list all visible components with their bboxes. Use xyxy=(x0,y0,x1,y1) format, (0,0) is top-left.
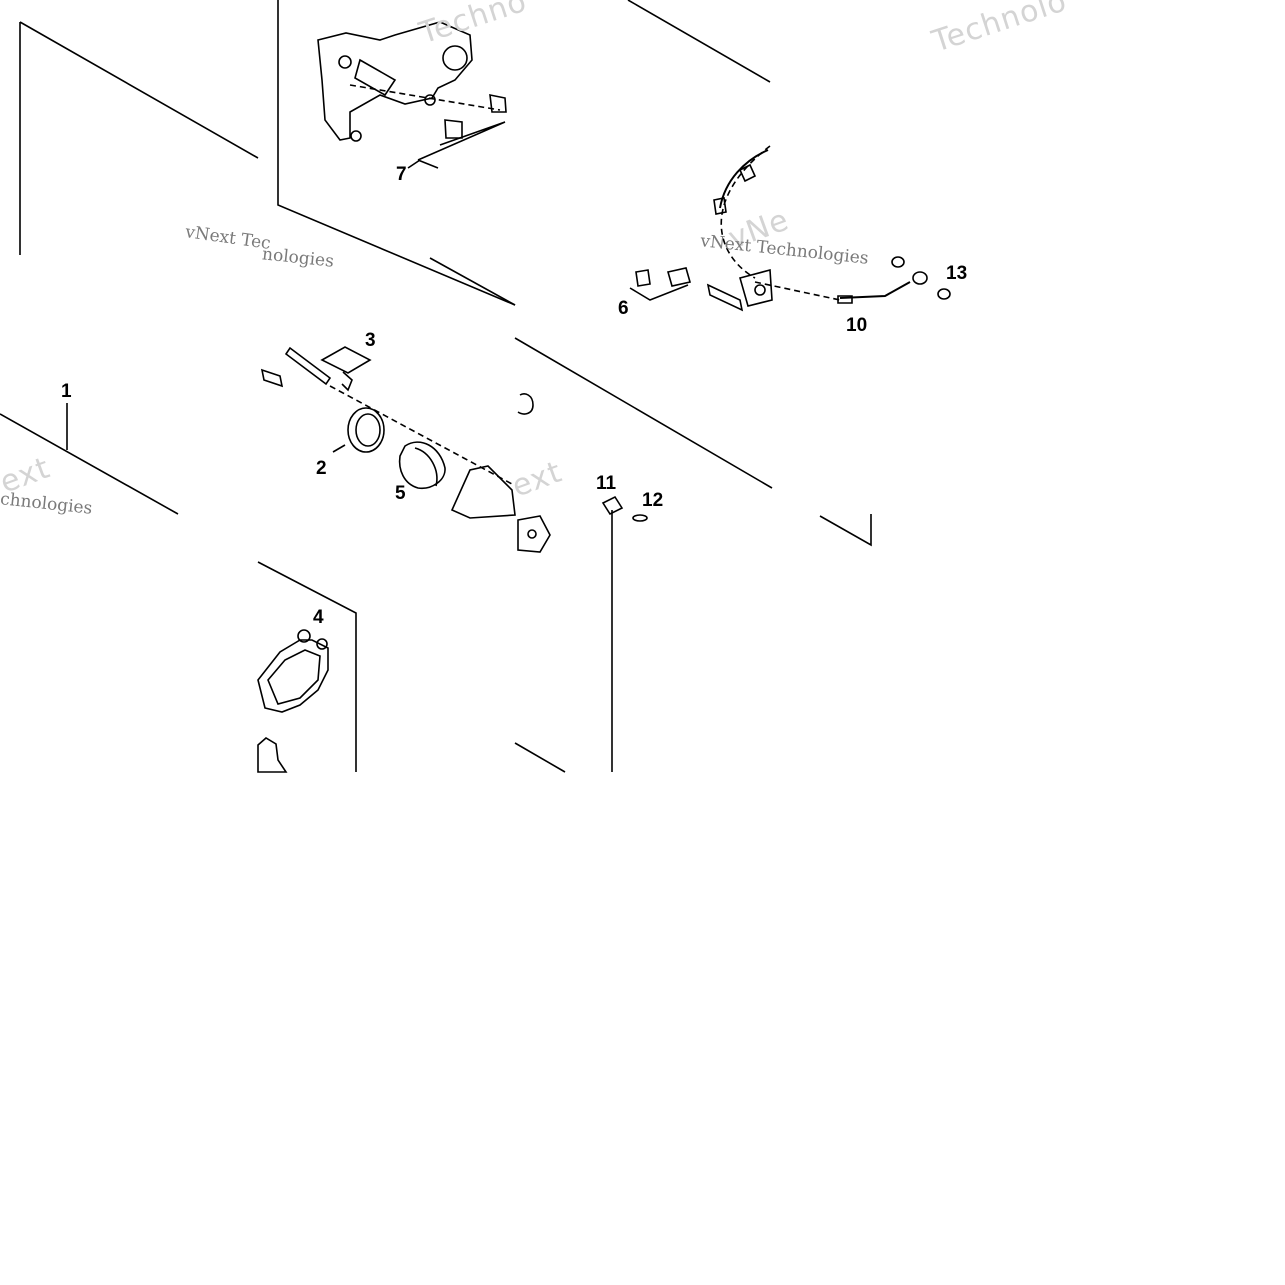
axis-hose-loop xyxy=(720,145,771,279)
leader-3 xyxy=(320,346,372,374)
piston-seal xyxy=(347,407,385,453)
leader-7 xyxy=(407,121,506,169)
brake-hose xyxy=(839,281,911,299)
boot-upper xyxy=(489,93,507,113)
caliper-body xyxy=(450,465,516,519)
banjo-fitting xyxy=(706,283,744,312)
caliper-bracket xyxy=(317,21,473,141)
callout-12: 12 xyxy=(642,490,664,511)
callout-5: 5 xyxy=(395,483,406,504)
frame-edge-pad-panel xyxy=(257,561,357,772)
bleeder-cap xyxy=(635,269,651,287)
frame-edge-right-diagonal xyxy=(514,337,773,489)
callout-10: 10 xyxy=(846,315,868,336)
axis-hose xyxy=(754,281,841,301)
callout-13: 13 xyxy=(946,263,968,284)
slide-pin xyxy=(284,346,332,386)
brake-pad xyxy=(257,639,329,713)
callout-7: 7 xyxy=(396,164,407,185)
washer-13a xyxy=(912,271,928,285)
callout-2: 2 xyxy=(316,458,327,479)
leader-2 xyxy=(332,444,346,453)
frame-edge-middle-diagonal xyxy=(429,257,516,306)
frame-edge-top-left xyxy=(19,21,259,255)
frame-edge-top-right xyxy=(627,0,771,83)
bolt-11 xyxy=(601,495,624,516)
pin-sleeve xyxy=(260,368,284,388)
washer-13b xyxy=(937,288,951,300)
frame-edge-lower-left xyxy=(0,413,179,515)
frame-edge-right-bottom xyxy=(819,514,872,547)
piston xyxy=(398,441,446,490)
leader-6 xyxy=(629,284,689,301)
callout-1: 1 xyxy=(61,381,72,402)
callout-4: 4 xyxy=(313,607,324,628)
bleeder-screw xyxy=(666,267,692,287)
callout-3: 3 xyxy=(365,330,376,351)
clip xyxy=(341,371,353,392)
frame-edge-caliper-panel xyxy=(277,0,516,306)
washer-12 xyxy=(632,514,648,522)
callout-11: 11 xyxy=(596,473,617,494)
brake-pad-second xyxy=(257,737,288,773)
callout-6: 6 xyxy=(618,298,629,319)
frame-edge-bottom-right xyxy=(514,742,566,773)
boot-lower xyxy=(444,119,463,139)
